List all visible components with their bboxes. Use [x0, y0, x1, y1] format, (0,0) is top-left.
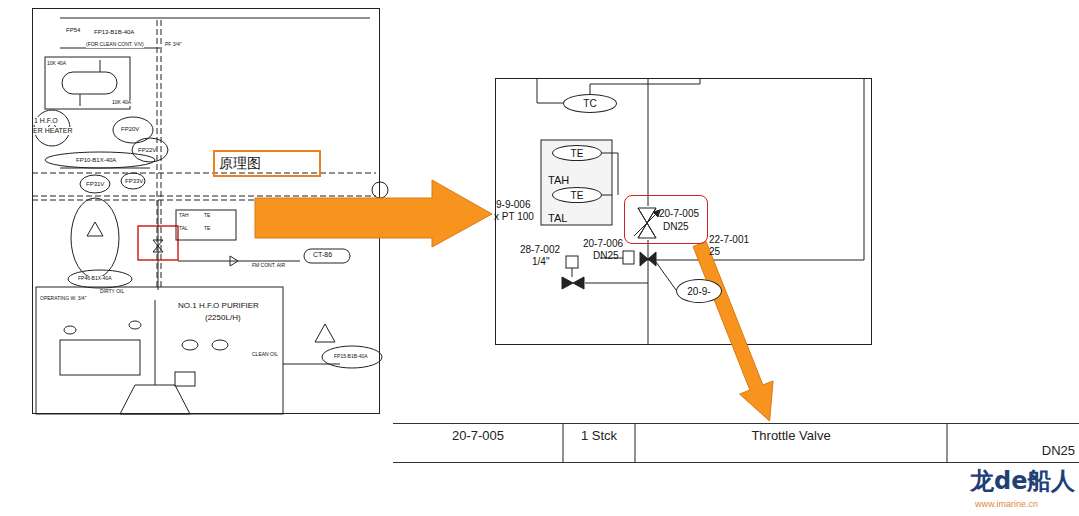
valve-tag: 20-7-005: [659, 208, 699, 219]
tag-number: TAH: [548, 174, 569, 186]
drawing-label: 10K 40A: [47, 61, 66, 67]
pointer-arrow: [693, 241, 773, 421]
parts-table-row: 20-7-005 1 Stck Throttle ValveDN25: [393, 423, 1079, 463]
drawing-label: TAL: [179, 226, 188, 232]
table-text: 1 Stck: [581, 428, 617, 443]
instrument-bubble: TC: [563, 94, 617, 113]
drawing-label: FP15-B1B-40A: [334, 354, 368, 360]
drawing-label: OPERATING W. 3/4": [40, 296, 86, 302]
title-box: 原理图: [213, 150, 321, 177]
drawing-label: FP10-B1X-40A: [76, 157, 116, 164]
drawing-label: FP54: [66, 27, 80, 34]
drawing-label: FM CONT. AIR: [252, 263, 285, 269]
table-text: DN25: [1042, 443, 1075, 458]
pointer-arrow: [255, 180, 492, 247]
drawing-label: FP33V: [125, 178, 143, 185]
tag-number: x PT 100: [494, 211, 534, 222]
node-text: TE: [571, 148, 584, 159]
drawing-label: FP22V: [138, 147, 156, 154]
tag-number: 9-9-006: [496, 199, 530, 210]
drawing-label: NO.1 H.F.O PURIFIER: [178, 302, 259, 311]
drawing-label: (FOR CLEAN CONT. V/V): [86, 42, 144, 48]
drawing-label: ER HEATER: [33, 127, 73, 135]
drawing-label: FP20V: [121, 126, 139, 133]
drawing-label: TE: [204, 213, 210, 219]
table-cell: 20-7-005: [393, 424, 563, 462]
tag-number: 22-7-001: [709, 234, 749, 245]
tag-number: 20-7-006: [583, 238, 623, 249]
tag-number: DN25: [593, 250, 619, 261]
table-text: 20-7-005: [452, 428, 504, 443]
valve-highlight-box: 20-7-005DN25: [624, 195, 708, 244]
drawing-label: CLEAN OIL: [252, 352, 278, 358]
tag-number: TAL: [548, 212, 567, 224]
valve-tag: DN25: [663, 221, 689, 232]
drawing-label: FP46-B1X-40A: [78, 276, 112, 282]
drawing-label: TE: [204, 226, 210, 232]
drawing-label: PF 3/4": [165, 42, 182, 48]
table-cell: DN25: [947, 424, 1079, 462]
table-cell: Throttle Valve: [635, 424, 947, 462]
tag-number: 1/4": [532, 256, 549, 267]
tag-number: 25: [709, 246, 720, 257]
table-text: Throttle Valve: [751, 428, 830, 443]
drawing-label: FP13-B1B-40A: [94, 29, 134, 36]
drawing-label: FP31V: [86, 181, 104, 188]
drawing-label: (2250L/H): [205, 314, 241, 323]
drawing-label: 1 H.F.O: [34, 117, 58, 125]
watermark-logo: 龙de船人: [970, 468, 1075, 494]
tag-number: 28-7-002: [520, 244, 560, 255]
instrument-bubble: TE: [552, 187, 602, 203]
node-text: 原理图: [219, 155, 261, 173]
drawing-label: DIRTY OIL: [100, 289, 124, 295]
drawing-label: TAH: [179, 213, 189, 219]
node-text: TC: [583, 98, 596, 109]
instrument-bubble: TE: [552, 145, 602, 161]
watermark-logo: www.imarine.cn: [975, 500, 1038, 510]
node-text: 20-9-: [687, 286, 710, 297]
node-text: TE: [571, 190, 584, 201]
instrument-bubble: 20-9-: [676, 279, 722, 303]
drawing-label: 10K 40A: [112, 100, 131, 106]
drawing-label: CT-86: [313, 251, 332, 259]
table-cell: 1 Stck: [563, 424, 635, 462]
